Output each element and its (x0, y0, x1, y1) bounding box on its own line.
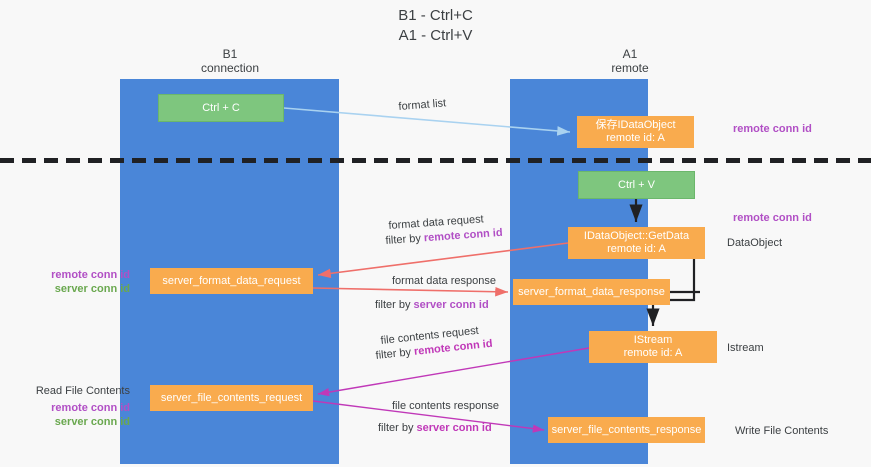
edge-format-list (283, 107, 571, 136)
column-b1-role: connection (200, 61, 260, 75)
page-title: B1 - Ctrl+C A1 - Ctrl+V (0, 6, 871, 46)
node-ctrl-c-label: Ctrl + C (202, 101, 240, 114)
node-ctrl-v[interactable]: Ctrl + V (578, 171, 695, 199)
annotation-left-read-file-contents: Read File Contents (29, 384, 130, 398)
filter-prefix: filter by (378, 422, 417, 434)
node-ctrl-c[interactable]: Ctrl + C (158, 94, 284, 122)
node-server-file-contents-request[interactable]: server_file_contents_request (150, 385, 313, 411)
node-server-file-contents-response[interactable]: server_file_contents_response (548, 417, 705, 443)
node-server-format-data-request-label: server_format_data_request (162, 274, 301, 287)
edge-label-format-data-response: format data response (392, 274, 496, 288)
annotation-text: remote conn id (733, 212, 812, 224)
annotation-right-istream: Istream (727, 341, 764, 355)
node-istream-label: IStream (633, 334, 673, 346)
annotation-text: Read File Contents (35, 385, 130, 397)
filter-key-server-conn-id: server conn id (413, 299, 489, 311)
edge-label-file-contents-response-filter: filter by server conn id (378, 421, 492, 435)
annotation-left-conn-ids-bottom: remote conn id server conn id (22, 401, 130, 429)
node-save-idataobject[interactable]: 保存IDataObject remote id: A (577, 116, 694, 148)
annotation-right-remote-conn-id-top: remote conn id (733, 122, 812, 136)
annotation-right-dataobject: DataObject (727, 236, 782, 250)
filter-prefix: filter by (385, 232, 425, 247)
node-save-idataobject-label: 保存IDataObject (595, 119, 676, 131)
annotation-text: DataObject (727, 237, 783, 249)
filter-prefix: filter by (375, 299, 414, 311)
edge-label-file-contents-response-text: file contents response (392, 400, 500, 412)
phase-separator-dashed-line (0, 158, 871, 163)
node-istream[interactable]: IStream remote id: A (589, 331, 717, 363)
annotation-left-conn-ids-top: remote conn id server conn id (22, 268, 130, 296)
edge-label-format-data-response-text: format data response (392, 275, 496, 287)
column-a1-name: A1 (622, 47, 638, 61)
edge-file-contents-response (312, 400, 545, 433)
column-b1-name: B1 (222, 47, 238, 61)
annotation-server-conn-id: server conn id (54, 283, 130, 295)
node-server-format-data-response-label: server_format_data_response (518, 285, 665, 298)
node-ctrl-v-label: Ctrl + V (618, 178, 655, 191)
annotation-right-remote-conn-id-mid: remote conn id (733, 211, 812, 225)
filter-prefix: filter by (375, 345, 415, 362)
node-server-format-data-request[interactable]: server_format_data_request (150, 268, 313, 294)
column-a1-role: remote (611, 61, 649, 75)
title-line-1: B1 - Ctrl+C (398, 7, 473, 24)
annotation-text: remote conn id (733, 123, 812, 135)
edge-format-data-request (317, 242, 569, 279)
column-header-b1: B1 connection (150, 47, 310, 75)
node-idataobject-getdata[interactable]: IDataObject::GetData remote id: A (568, 227, 705, 259)
filter-key-server-conn-id: server conn id (416, 422, 492, 434)
edge-format-data-response (312, 286, 509, 297)
node-save-idataobject-sub: remote id: A (606, 132, 665, 144)
edge-file-contents-request (317, 347, 590, 397)
node-server-format-data-response[interactable]: server_format_data_response (513, 279, 670, 305)
annotation-remote-conn-id: remote conn id (51, 402, 130, 414)
node-istream-sub: remote id: A (623, 347, 683, 359)
node-getdata-label: IDataObject::GetData (583, 230, 690, 242)
node-server-file-contents-response-label: server_file_contents_response (551, 423, 702, 436)
edge-label-file-contents-response: file contents response (392, 399, 499, 413)
annotation-remote-conn-id: remote conn id (51, 269, 130, 281)
edge-getdata-istream (646, 259, 696, 326)
annotation-text: Istream (727, 342, 764, 354)
annotation-server-conn-id: server conn id (54, 416, 130, 428)
edge-label-format-data-response-filter: filter by server conn id (375, 298, 489, 312)
title-line-2: A1 - Ctrl+V (398, 27, 473, 44)
annotation-right-write-file-contents: Write File Contents (735, 424, 828, 438)
edge-label-format-list-text: format list (398, 97, 447, 113)
annotation-text: Write File Contents (735, 425, 829, 437)
node-server-file-contents-request-label: server_file_contents_request (160, 391, 303, 404)
column-header-a1: A1 remote (550, 47, 710, 75)
node-getdata-sub: remote id: A (607, 243, 666, 255)
